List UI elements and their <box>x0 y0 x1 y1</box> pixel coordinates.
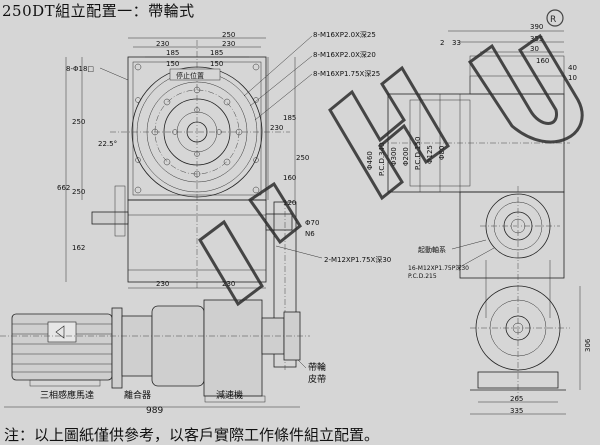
dim-w265: 265 <box>510 395 523 403</box>
dim-top-230: 230 <box>156 40 169 48</box>
side-view: 390 355 2 33 30 160 40 10 Φ460 P.C.D.340… <box>366 23 592 415</box>
drawing-title: 250DT組立配置一：帶輪式 <box>2 2 195 20</box>
label-corner-holes: 8-Φ18□ <box>66 65 94 73</box>
dim-top-250: 250 <box>222 31 235 39</box>
dim-side-160: 160 <box>536 57 549 65</box>
label-reducer: 減速機 <box>216 389 243 401</box>
label-holes-bottom: 2-M12XP1.75X深30 <box>324 255 391 264</box>
dim-d70: Φ70 <box>305 219 319 227</box>
dim-right-185: 185 <box>283 114 296 122</box>
label-holes-top1: 8-M16XP2.0X深25 <box>313 30 376 39</box>
dim-right-250: 250 <box>296 154 309 162</box>
label-holes-top2: 8-M16XP2.0X深20 <box>313 50 376 59</box>
dim-right-230: 230 <box>270 124 283 132</box>
watermark-mark: R <box>550 15 556 25</box>
front-view: 250 230 230 185 185 150 150 停止位置 8-Φ18□ … <box>57 30 391 370</box>
drawing-note: 注：以上圖紙僅供參考，以客戶實際工作條件組立配置。 <box>4 426 380 444</box>
dim-right-160: 160 <box>283 174 296 182</box>
dim-side-10: 10 <box>568 74 577 82</box>
dim-bottom-230a: 230 <box>156 280 169 288</box>
dim-top-150b: 150 <box>210 60 223 68</box>
label-motor: 三相感應馬達 <box>40 389 94 401</box>
label-clutch: 離合器 <box>124 389 151 401</box>
dim-side-30: 30 <box>530 45 539 53</box>
dim-left-162: 162 <box>72 244 85 252</box>
dim-left-250a: 250 <box>72 118 85 126</box>
dim-left-250b: 250 <box>72 188 85 196</box>
dim-d300: Φ300 <box>390 147 398 166</box>
watermark-logo: R <box>198 9 584 307</box>
label-pcd-small: P.C.D.215 <box>408 273 437 280</box>
dim-angle: 22.5° <box>98 140 117 148</box>
dim-d125: Φ125 <box>426 145 434 164</box>
dim-n6: N6 <box>305 230 315 238</box>
dim-bottom-230b: 230 <box>222 280 235 288</box>
dim-pcd340: P.C.D.340 <box>378 143 386 176</box>
label-driven-shaft: 起動軸系 <box>418 245 446 254</box>
dim-h306: 306 <box>584 338 592 352</box>
dim-d460: Φ460 <box>366 151 374 170</box>
motor-chain-view: 三相感應馬達 離合器 減速機 帶輪 皮帶 989 <box>0 299 326 416</box>
dim-side-40: 40 <box>568 64 577 72</box>
dim-side-33: 33 <box>452 39 461 47</box>
label-bolt-bottom: 16-M12XP1.75P深30 <box>408 264 469 272</box>
dim-side-390: 390 <box>530 23 543 31</box>
dim-d200: Φ200 <box>402 147 410 166</box>
dim-left-662: 662 <box>57 184 70 192</box>
label-pulley: 帶輪 <box>308 361 326 373</box>
dim-top-185b: 185 <box>210 49 223 57</box>
label-stop-position: 停止位置 <box>176 71 204 80</box>
dim-top-150: 150 <box>166 60 179 68</box>
label-belt: 皮帶 <box>308 373 326 385</box>
dim-pcd150: P.C.D.150 <box>414 137 422 170</box>
dim-side-2: 2 <box>440 39 444 47</box>
label-holes-top3: 8-M16XP1.75X深25 <box>313 69 380 78</box>
dim-d80: Φ80 <box>438 146 446 160</box>
dim-total-989: 989 <box>146 406 163 416</box>
dim-top-230b: 230 <box>222 40 235 48</box>
dim-top-185: 185 <box>166 49 179 57</box>
dim-w335: 335 <box>510 407 523 415</box>
dim-right-120: 120 <box>283 199 296 207</box>
